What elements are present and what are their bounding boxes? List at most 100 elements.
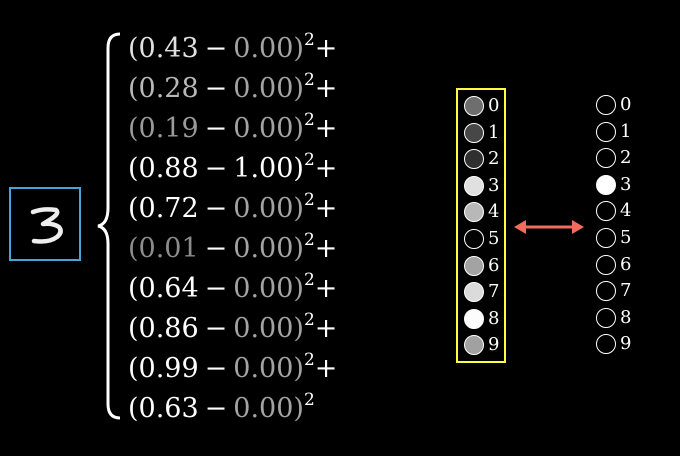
double-arrow-icon <box>514 220 584 234</box>
minus-sign: − <box>204 273 228 304</box>
exponent: 2 <box>303 390 315 410</box>
cost-term: (0.86−0.00)2+ <box>128 310 338 344</box>
target-label: 7 <box>620 280 632 302</box>
target-label: 2 <box>620 147 632 169</box>
network-output-value: 0.64 <box>138 273 199 304</box>
network-output-value: 0.72 <box>138 193 199 224</box>
target-value: 1.00 <box>233 153 294 184</box>
target-label: 0 <box>620 94 632 115</box>
target-label: 4 <box>620 200 632 222</box>
exponent: 2 <box>303 190 315 210</box>
exponent: 2 <box>303 30 315 50</box>
exponent: 2 <box>303 150 315 170</box>
minus-sign: − <box>204 193 228 224</box>
output-neuron <box>464 202 484 223</box>
cost-term: (0.19−0.00)2+ <box>128 110 338 144</box>
minus-sign: − <box>204 393 228 424</box>
target-value: 0.00 <box>233 313 294 344</box>
target-value: 0.00 <box>233 273 294 304</box>
target-label: 1 <box>620 120 632 142</box>
minus-sign: − <box>204 113 228 144</box>
target-label: 3 <box>620 173 632 195</box>
plus-sign: + <box>314 353 338 384</box>
exponent: 2 <box>303 350 315 370</box>
plus-sign: + <box>314 73 338 104</box>
cost-term: (0.72−0.00)2+ <box>128 190 338 224</box>
handwritten-three-icon <box>30 207 63 244</box>
network-output-value: 0.99 <box>138 353 199 384</box>
output-neuron <box>464 282 484 303</box>
target-label: 6 <box>620 253 632 275</box>
target-neuron <box>596 228 616 248</box>
neuron-label: 8 <box>488 307 500 329</box>
output-neuron <box>464 122 484 143</box>
neuron-label: 7 <box>488 281 500 303</box>
plus-sign: + <box>314 33 338 64</box>
target-neuron <box>596 334 616 355</box>
target-label: 8 <box>620 306 632 328</box>
exponent: 2 <box>303 230 315 250</box>
minus-sign: − <box>204 153 228 184</box>
network-output-value: 0.19 <box>138 113 199 144</box>
curly-brace <box>97 32 121 420</box>
output-neuron <box>464 335 484 356</box>
cost-term: (0.99−0.00)2+ <box>128 350 338 384</box>
cost-term: (0.28−0.00)2+ <box>128 70 338 104</box>
neuron-label: 6 <box>488 254 500 276</box>
output-neuron <box>464 308 484 329</box>
network-output-value: 0.63 <box>138 393 199 424</box>
target-neuron <box>596 95 616 115</box>
neuron-label: 5 <box>488 228 500 249</box>
plus-sign: + <box>314 153 338 184</box>
network-output-value: 0.86 <box>138 313 199 344</box>
exponent: 2 <box>303 70 315 90</box>
output-neuron <box>464 255 484 276</box>
minus-sign: − <box>204 353 228 384</box>
target-value: 0.00 <box>233 233 294 264</box>
output-neuron <box>464 149 484 170</box>
cost-term: (0.88−1.00)2+ <box>128 150 338 184</box>
target-value: 0.00 <box>233 73 294 104</box>
target-neuron <box>596 307 616 328</box>
network-output-value: 0.01 <box>138 233 199 264</box>
cost-term: (0.63−0.00)2 <box>128 390 315 424</box>
minus-sign: − <box>204 73 228 104</box>
minus-sign: − <box>204 233 228 264</box>
neuron-label: 4 <box>488 201 500 223</box>
target-neuron <box>596 121 616 142</box>
cost-term: (0.01−0.00)2+ <box>128 230 338 264</box>
minus-sign: − <box>204 313 228 344</box>
network-output-value: 0.88 <box>138 153 199 184</box>
input-digit-image <box>9 187 81 261</box>
target-value: 0.00 <box>233 33 294 64</box>
output-neuron <box>464 229 484 249</box>
plus-sign: + <box>314 113 338 144</box>
target-value: 0.00 <box>233 393 294 424</box>
plus-sign: + <box>314 233 338 264</box>
target-value: 0.00 <box>233 193 294 224</box>
neuron-label: 1 <box>488 121 500 143</box>
target-neuron <box>596 281 616 302</box>
network-output-value: 0.28 <box>138 73 199 104</box>
output-neuron <box>464 96 484 116</box>
network-output-layer: 0 1 2 3 4 5 6 7 8 9 <box>456 88 506 363</box>
target-neuron <box>596 254 616 275</box>
plus-sign: + <box>314 193 338 224</box>
neuron-label: 3 <box>488 174 500 196</box>
neuron-label: 9 <box>488 334 500 356</box>
exponent: 2 <box>303 270 315 290</box>
target-value: 0.00 <box>233 353 294 384</box>
exponent: 2 <box>303 110 315 130</box>
output-neuron <box>464 175 484 196</box>
target-neuron <box>596 148 616 169</box>
neuron-label: 2 <box>488 148 500 170</box>
plus-sign: + <box>314 313 338 344</box>
exponent: 2 <box>303 310 315 330</box>
plus-sign: + <box>314 273 338 304</box>
cost-term: (0.43−0.00)2+ <box>128 30 338 64</box>
target-label: 9 <box>620 333 632 355</box>
neuron-label: 0 <box>488 95 500 116</box>
target-value: 0.00 <box>233 113 294 144</box>
minus-sign: − <box>204 33 228 64</box>
network-output-value: 0.43 <box>138 33 199 64</box>
